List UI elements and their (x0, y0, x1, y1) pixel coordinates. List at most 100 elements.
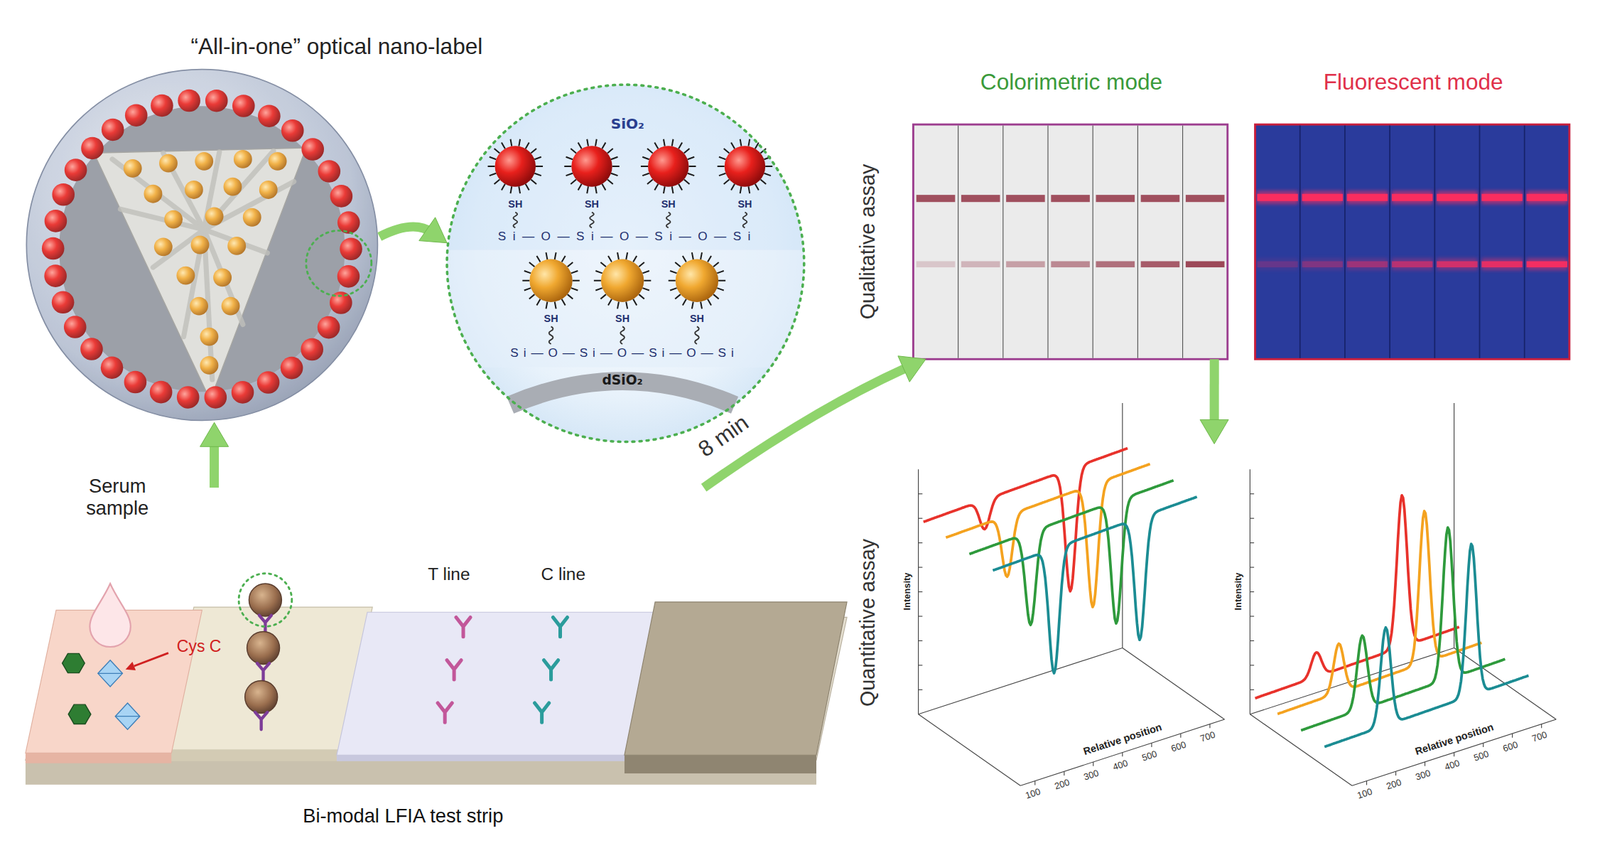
axis-tick (1063, 770, 1065, 776)
axis-tick (1209, 723, 1210, 729)
siloxane-chain: Si—O—Si—O—Si—O—Si (498, 229, 758, 244)
axis-title: Intensity (1233, 572, 1245, 611)
ligand-spike (642, 157, 649, 160)
test-band (1436, 260, 1478, 268)
axis-tick (1395, 770, 1397, 776)
control-band (1050, 194, 1090, 202)
ligand-spike (719, 157, 726, 160)
ligand-spike (647, 179, 653, 184)
test-band (1096, 260, 1136, 268)
gold-nanoparticle (675, 259, 719, 302)
ligand-spike (716, 287, 724, 290)
control-antibody (534, 702, 550, 722)
ligand-spike (688, 165, 696, 167)
flow-arrow (379, 217, 447, 243)
axis-tick-label: 100 (1355, 786, 1374, 802)
ligand-spike (611, 157, 618, 160)
ligand-spike (731, 184, 735, 191)
ligand-spike (617, 301, 619, 309)
axis-tick-label: 400 (1442, 758, 1461, 774)
axis-tick (1424, 761, 1426, 766)
conjugate-pad-edge (163, 749, 342, 761)
axis-title: Intensity (901, 572, 913, 611)
ligand-spike (713, 262, 720, 267)
ligand-spike (571, 287, 578, 290)
absorbent-pad (624, 601, 847, 755)
strip-separator (1092, 125, 1094, 359)
ligand-spike (760, 179, 766, 184)
ligand-spike (595, 270, 602, 273)
control-glow (1526, 190, 1568, 204)
strip-separator (1002, 125, 1004, 359)
ligand-spike (707, 255, 712, 263)
layer-label: dSiO₂ (601, 373, 643, 389)
quantum-dot (724, 145, 766, 187)
ligand-spike (642, 287, 649, 290)
thiol-label: SH (615, 312, 630, 325)
siloxane-chain: Si—O—Si—O—Si—O—Si (510, 346, 739, 361)
axis-tick (1150, 742, 1152, 747)
axis-tick (1249, 517, 1254, 519)
test-strip-illustration (25, 573, 847, 785)
row-label: Qualitative assay (855, 164, 879, 320)
ligand-spike (707, 299, 712, 306)
ligand-spike (633, 255, 637, 263)
axis-tick (1249, 689, 1254, 690)
ligand-spike (740, 139, 742, 147)
axis-tick-label: 700 (1199, 729, 1218, 745)
ligand-spike (595, 139, 597, 147)
test-band (916, 260, 956, 268)
thiol-label: SH (584, 198, 599, 211)
ligand-spike (578, 142, 582, 149)
ligand-spike (755, 184, 759, 191)
linker-chain (549, 326, 554, 344)
ligand-spike (640, 165, 648, 167)
row-label: Quantitative assay (855, 538, 879, 707)
test-band (1391, 260, 1433, 268)
cys-c-facet (98, 672, 123, 674)
ligand-spike (674, 262, 681, 267)
absorbent-pad-edge (624, 754, 817, 774)
ligand-spike (672, 139, 674, 147)
ligand-spike (600, 294, 607, 299)
control-glow (1436, 190, 1478, 204)
control-band (1185, 194, 1225, 202)
ligand-spike (668, 279, 676, 282)
ligand-spike (525, 184, 530, 191)
arrow-head (419, 217, 447, 243)
layer-label: SiO₂ (611, 116, 645, 133)
axis-tick (918, 640, 923, 641)
quantum-dot (571, 145, 612, 187)
ligand-spike (674, 294, 681, 299)
test-strip: Bi-modal LFIA test strip (20, 487, 842, 830)
axis-tick (1482, 742, 1484, 747)
control-band (1256, 193, 1298, 202)
membrane-edge (336, 754, 639, 761)
test-glow (1256, 257, 1298, 270)
ligand-spike (692, 252, 694, 260)
ligand-spike (489, 173, 496, 176)
colorimetric-photo (912, 124, 1227, 359)
line-label: C line (541, 564, 586, 585)
ligand-spike (647, 148, 653, 153)
ligand-spike (687, 157, 695, 160)
ligand-spike (518, 139, 521, 147)
silica-shell (26, 69, 378, 421)
control-band (1481, 193, 1522, 202)
test-glow (1347, 257, 1388, 270)
axis-tick (918, 542, 923, 543)
serum-droplet (89, 583, 131, 647)
back-edge (1121, 402, 1123, 648)
control-glow (1481, 190, 1522, 204)
node-heading: “All-in-one” optical nano-label (190, 32, 483, 59)
ligand-spike (601, 184, 606, 191)
axis-tick (918, 615, 923, 616)
axis-tick-label: 200 (1052, 777, 1071, 793)
ligand-spike (510, 139, 513, 147)
ligand-spike (663, 186, 666, 194)
ligand-spike (561, 299, 566, 306)
intensity-trace (1324, 543, 1529, 747)
control-antibody (544, 660, 559, 680)
strip-separator (1137, 125, 1139, 359)
gold-nanoparticle (601, 259, 644, 302)
